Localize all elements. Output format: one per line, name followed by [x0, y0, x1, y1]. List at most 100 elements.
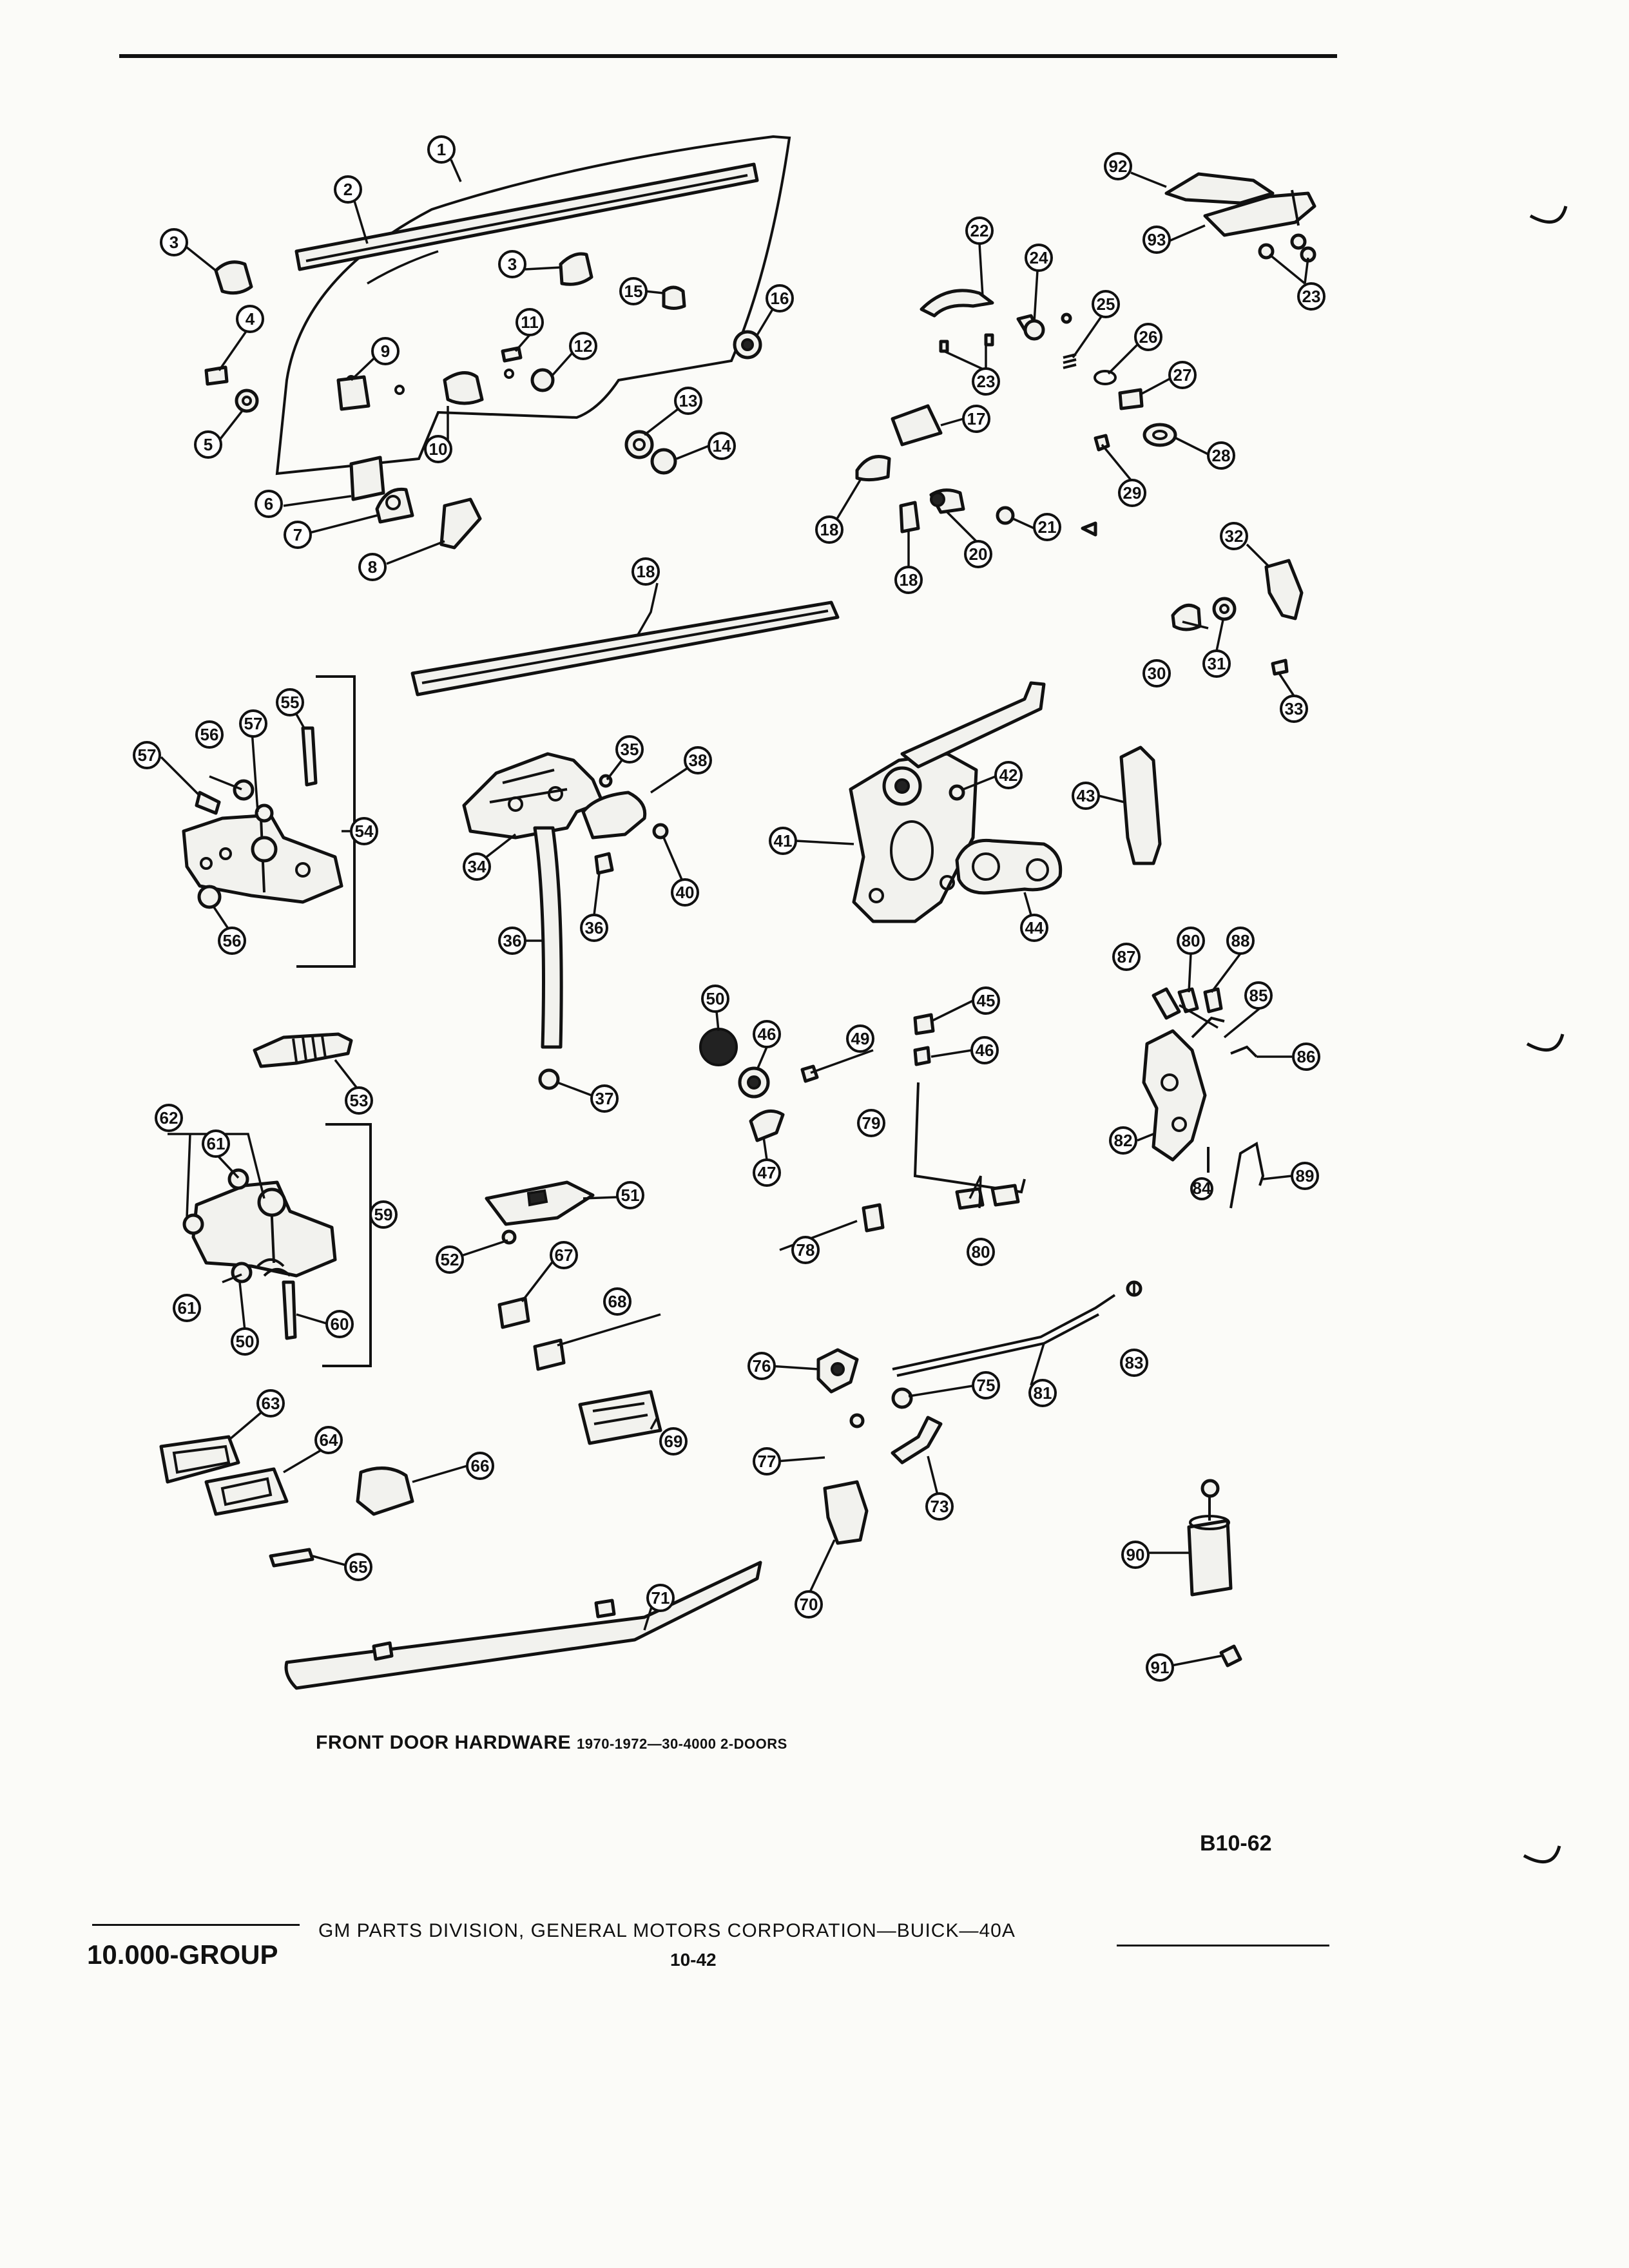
- upper-hinge-assembly: [182, 726, 343, 909]
- svg-text:18: 18: [820, 520, 839, 539]
- svg-text:14: 14: [713, 436, 731, 456]
- svg-text:44: 44: [1025, 918, 1044, 937]
- svg-text:28: 28: [1212, 446, 1231, 465]
- binder-marks: [1523, 206, 1568, 1863]
- callout-66: 66: [466, 1452, 494, 1480]
- callout-24: 24: [1025, 244, 1053, 272]
- svg-text:80: 80: [972, 1242, 990, 1262]
- svg-text:78: 78: [796, 1240, 815, 1260]
- callout-markers: 1 2 3 3 4 5 6 7 8 9 10 11 12 13 14 15 16…: [133, 135, 1325, 1682]
- svg-text:87: 87: [1117, 947, 1136, 966]
- svg-text:13: 13: [679, 391, 698, 410]
- inside-handle-bracket: [485, 1180, 595, 1245]
- callout-1: 1: [427, 135, 456, 164]
- svg-text:56: 56: [200, 725, 219, 744]
- svg-text:36: 36: [585, 918, 604, 937]
- door-lock-assembly: [1142, 987, 1265, 1209]
- svg-text:41: 41: [774, 831, 793, 850]
- door-handle-bezels: [159, 1296, 566, 1568]
- callout-5: 5: [194, 430, 222, 459]
- callout-20: 20: [964, 540, 992, 568]
- svg-text:90: 90: [1126, 1545, 1145, 1564]
- callout-67: 67: [550, 1241, 578, 1269]
- callout-57: 57: [239, 709, 267, 738]
- svg-text:22: 22: [970, 221, 989, 240]
- svg-text:63: 63: [262, 1394, 280, 1413]
- svg-text:40: 40: [676, 883, 695, 902]
- svg-text:23: 23: [977, 372, 996, 391]
- svg-text:57: 57: [244, 714, 263, 733]
- callout-89: 89: [1291, 1162, 1319, 1190]
- callout-91: 91: [1146, 1653, 1174, 1682]
- callout-90: 90: [1121, 1541, 1150, 1569]
- svg-text:81: 81: [1034, 1383, 1052, 1403]
- svg-text:23: 23: [1302, 287, 1321, 306]
- svg-text:60: 60: [331, 1314, 349, 1334]
- callout-42: 42: [994, 761, 1023, 789]
- svg-text:89: 89: [1296, 1166, 1315, 1186]
- callout-15: 15: [619, 277, 648, 305]
- callout-80: 80: [967, 1238, 995, 1266]
- svg-text:42: 42: [999, 765, 1018, 785]
- svg-text:15: 15: [624, 282, 643, 301]
- callout-75: 75: [972, 1371, 1000, 1399]
- svg-text:52: 52: [441, 1250, 459, 1269]
- svg-text:57: 57: [138, 745, 157, 765]
- callout-6: 6: [255, 490, 283, 518]
- callout-62: 62: [155, 1104, 183, 1132]
- callout-23: 23: [1297, 282, 1325, 311]
- svg-text:45: 45: [977, 991, 996, 1010]
- svg-text:25: 25: [1097, 294, 1115, 314]
- callout-85: 85: [1244, 981, 1273, 1010]
- glass-run-lower-channel: [533, 826, 563, 1090]
- callout-36: 36: [498, 927, 526, 955]
- callout-84: 84: [1190, 1177, 1213, 1200]
- callout-18: 18: [815, 515, 843, 544]
- svg-text:70: 70: [800, 1595, 818, 1614]
- lower-hinge-assembly: [182, 1168, 337, 1340]
- svg-text:3: 3: [508, 255, 517, 274]
- callout-41: 41: [769, 827, 797, 855]
- svg-text:18: 18: [900, 570, 918, 590]
- glass-run-channel: [294, 162, 759, 271]
- lift-cam: [581, 774, 669, 875]
- svg-text:2: 2: [343, 180, 352, 199]
- regulator-handle-parts: [699, 1013, 935, 1142]
- figure-caption: FRONT DOOR HARDWARE 1970-1972—30-4000 2-…: [316, 1732, 787, 1754]
- callout-4: 4: [236, 305, 264, 333]
- svg-text:59: 59: [374, 1205, 393, 1224]
- svg-text:17: 17: [967, 409, 986, 428]
- svg-text:80: 80: [1182, 931, 1200, 950]
- callout-43: 43: [1072, 782, 1100, 810]
- callout-3: 3: [498, 250, 526, 278]
- callout-36: 36: [580, 914, 608, 942]
- svg-text:6: 6: [264, 494, 273, 514]
- svg-text:51: 51: [621, 1186, 640, 1205]
- svg-text:1: 1: [437, 140, 446, 159]
- callout-38: 38: [684, 746, 712, 774]
- svg-text:49: 49: [851, 1029, 870, 1048]
- callout-87: 87: [1112, 943, 1141, 971]
- svg-text:12: 12: [574, 336, 593, 356]
- callout-76: 76: [747, 1352, 776, 1380]
- svg-text:86: 86: [1297, 1047, 1316, 1066]
- caption-title: FRONT DOOR HARDWARE: [316, 1732, 572, 1753]
- callout-78: 78: [791, 1236, 820, 1264]
- footer-group-label: 10.000-GROUP: [87, 1939, 278, 1970]
- callout-2: 2: [334, 175, 362, 204]
- callout-63: 63: [256, 1389, 285, 1418]
- callout-9: 9: [371, 337, 400, 365]
- callout-77: 77: [753, 1447, 781, 1475]
- callout-27: 27: [1168, 361, 1197, 389]
- door-lower-trim: [284, 1561, 762, 1690]
- callout-69: 69: [659, 1427, 688, 1456]
- svg-text:71: 71: [651, 1588, 670, 1608]
- callout-83: 83: [1120, 1349, 1148, 1377]
- callout-50: 50: [701, 985, 729, 1013]
- glass-guide-right: [559, 252, 593, 286]
- callout-68: 68: [603, 1287, 631, 1316]
- svg-text:47: 47: [758, 1163, 776, 1182]
- regulator-bolt: [949, 784, 965, 801]
